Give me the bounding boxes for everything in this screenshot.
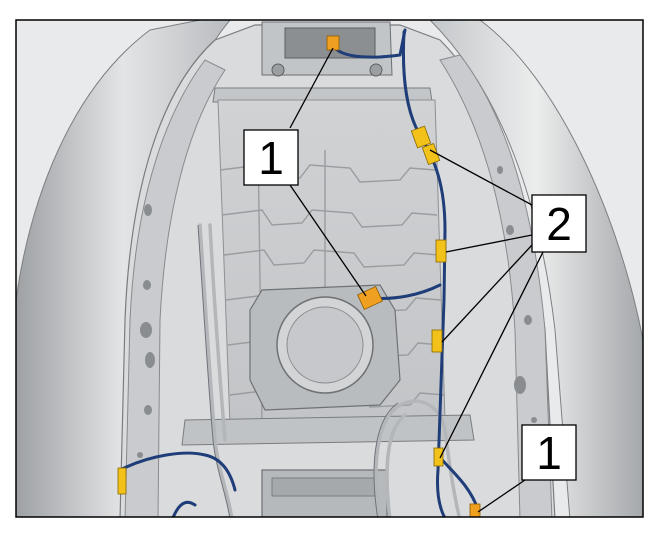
left-side-rail <box>124 59 226 517</box>
grey-cables <box>198 223 462 517</box>
grey-cable-outlines <box>197 224 399 517</box>
seat-frame-illustration <box>16 20 643 517</box>
callout-1-top: 1 <box>243 129 299 186</box>
callout-2-box <box>531 194 587 253</box>
callout-1-bottom-label: 1 <box>536 427 562 479</box>
callout-1-top-box <box>243 129 299 186</box>
callout-1-bottom: 1 <box>521 424 577 481</box>
harness-connectors <box>117 125 447 495</box>
callout-1-bottom-box <box>521 424 577 481</box>
image-border <box>15 19 644 518</box>
callout-2-label: 2 <box>546 198 572 250</box>
bottom-crossbar <box>181 414 475 446</box>
right-side-rail <box>439 54 553 517</box>
right-rail-holes <box>497 166 537 423</box>
leader-lines <box>289 47 546 513</box>
callout-2: 2 <box>531 194 587 253</box>
left-rail-holes <box>137 204 155 458</box>
callout-1-top-label: 1 <box>258 132 284 184</box>
